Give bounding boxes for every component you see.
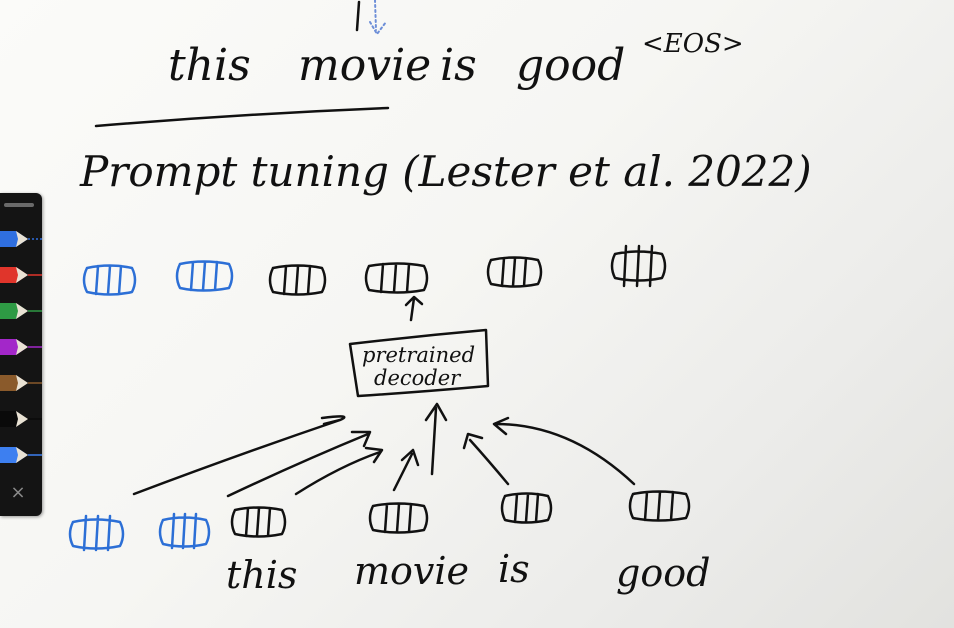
soft-prompt-input-vector: [158, 512, 211, 550]
top-dotted-arrow: [369, 0, 387, 35]
eos-token: <EOS>: [642, 29, 744, 59]
input-word: this: [226, 553, 297, 597]
soft-prompt-vector: [82, 264, 137, 296]
top-arrow-stroke: [355, 0, 361, 32]
light-blue-pen-icon[interactable]: [0, 443, 42, 467]
output-vector: [486, 256, 543, 288]
input-word: good: [616, 551, 710, 595]
sentence-word: is: [440, 40, 477, 91]
input-embedding-vector: [628, 490, 691, 522]
decoder-label-line2: decoder: [374, 366, 462, 390]
blue-pen-icon[interactable]: [0, 227, 42, 251]
sentence-word: good: [516, 40, 625, 91]
brown-pen-icon[interactable]: [0, 371, 42, 395]
purple-pen-icon[interactable]: [0, 335, 42, 359]
input-embedding-vector: [500, 492, 553, 524]
decoder-output-arrow: [404, 295, 424, 322]
input-embedding-vector: [368, 502, 429, 534]
pretrained-decoder-box: pretrained decoder: [348, 328, 490, 398]
input-word: is: [498, 547, 530, 591]
output-vector: [610, 244, 667, 288]
input-arrows: [132, 402, 636, 498]
soft-prompt-vector: [175, 260, 234, 292]
decoder-label-line1: pretrained: [362, 343, 475, 367]
output-vector: [268, 264, 327, 296]
soft-prompt-input-vector: [68, 514, 125, 552]
vector-row-bottom: [68, 490, 691, 552]
sentence-word: this: [168, 40, 251, 91]
separator-line: [94, 106, 390, 128]
pen-toolbar: ×: [0, 193, 42, 516]
close-icon[interactable]: ×: [10, 482, 26, 503]
toolbar-drag-handle[interactable]: [4, 203, 34, 207]
green-pen-icon[interactable]: [0, 299, 42, 323]
input-word: movie: [354, 549, 469, 593]
vector-row-top: [82, 244, 667, 296]
input-embedding-vector: [230, 506, 287, 538]
output-vector: [364, 262, 429, 294]
heading: Prompt tuning (Lester et al. 2022): [79, 147, 812, 196]
sentence-word: movie: [298, 40, 431, 91]
red-pen-icon[interactable]: [0, 263, 42, 287]
black-pen-icon[interactable]: [0, 407, 42, 431]
